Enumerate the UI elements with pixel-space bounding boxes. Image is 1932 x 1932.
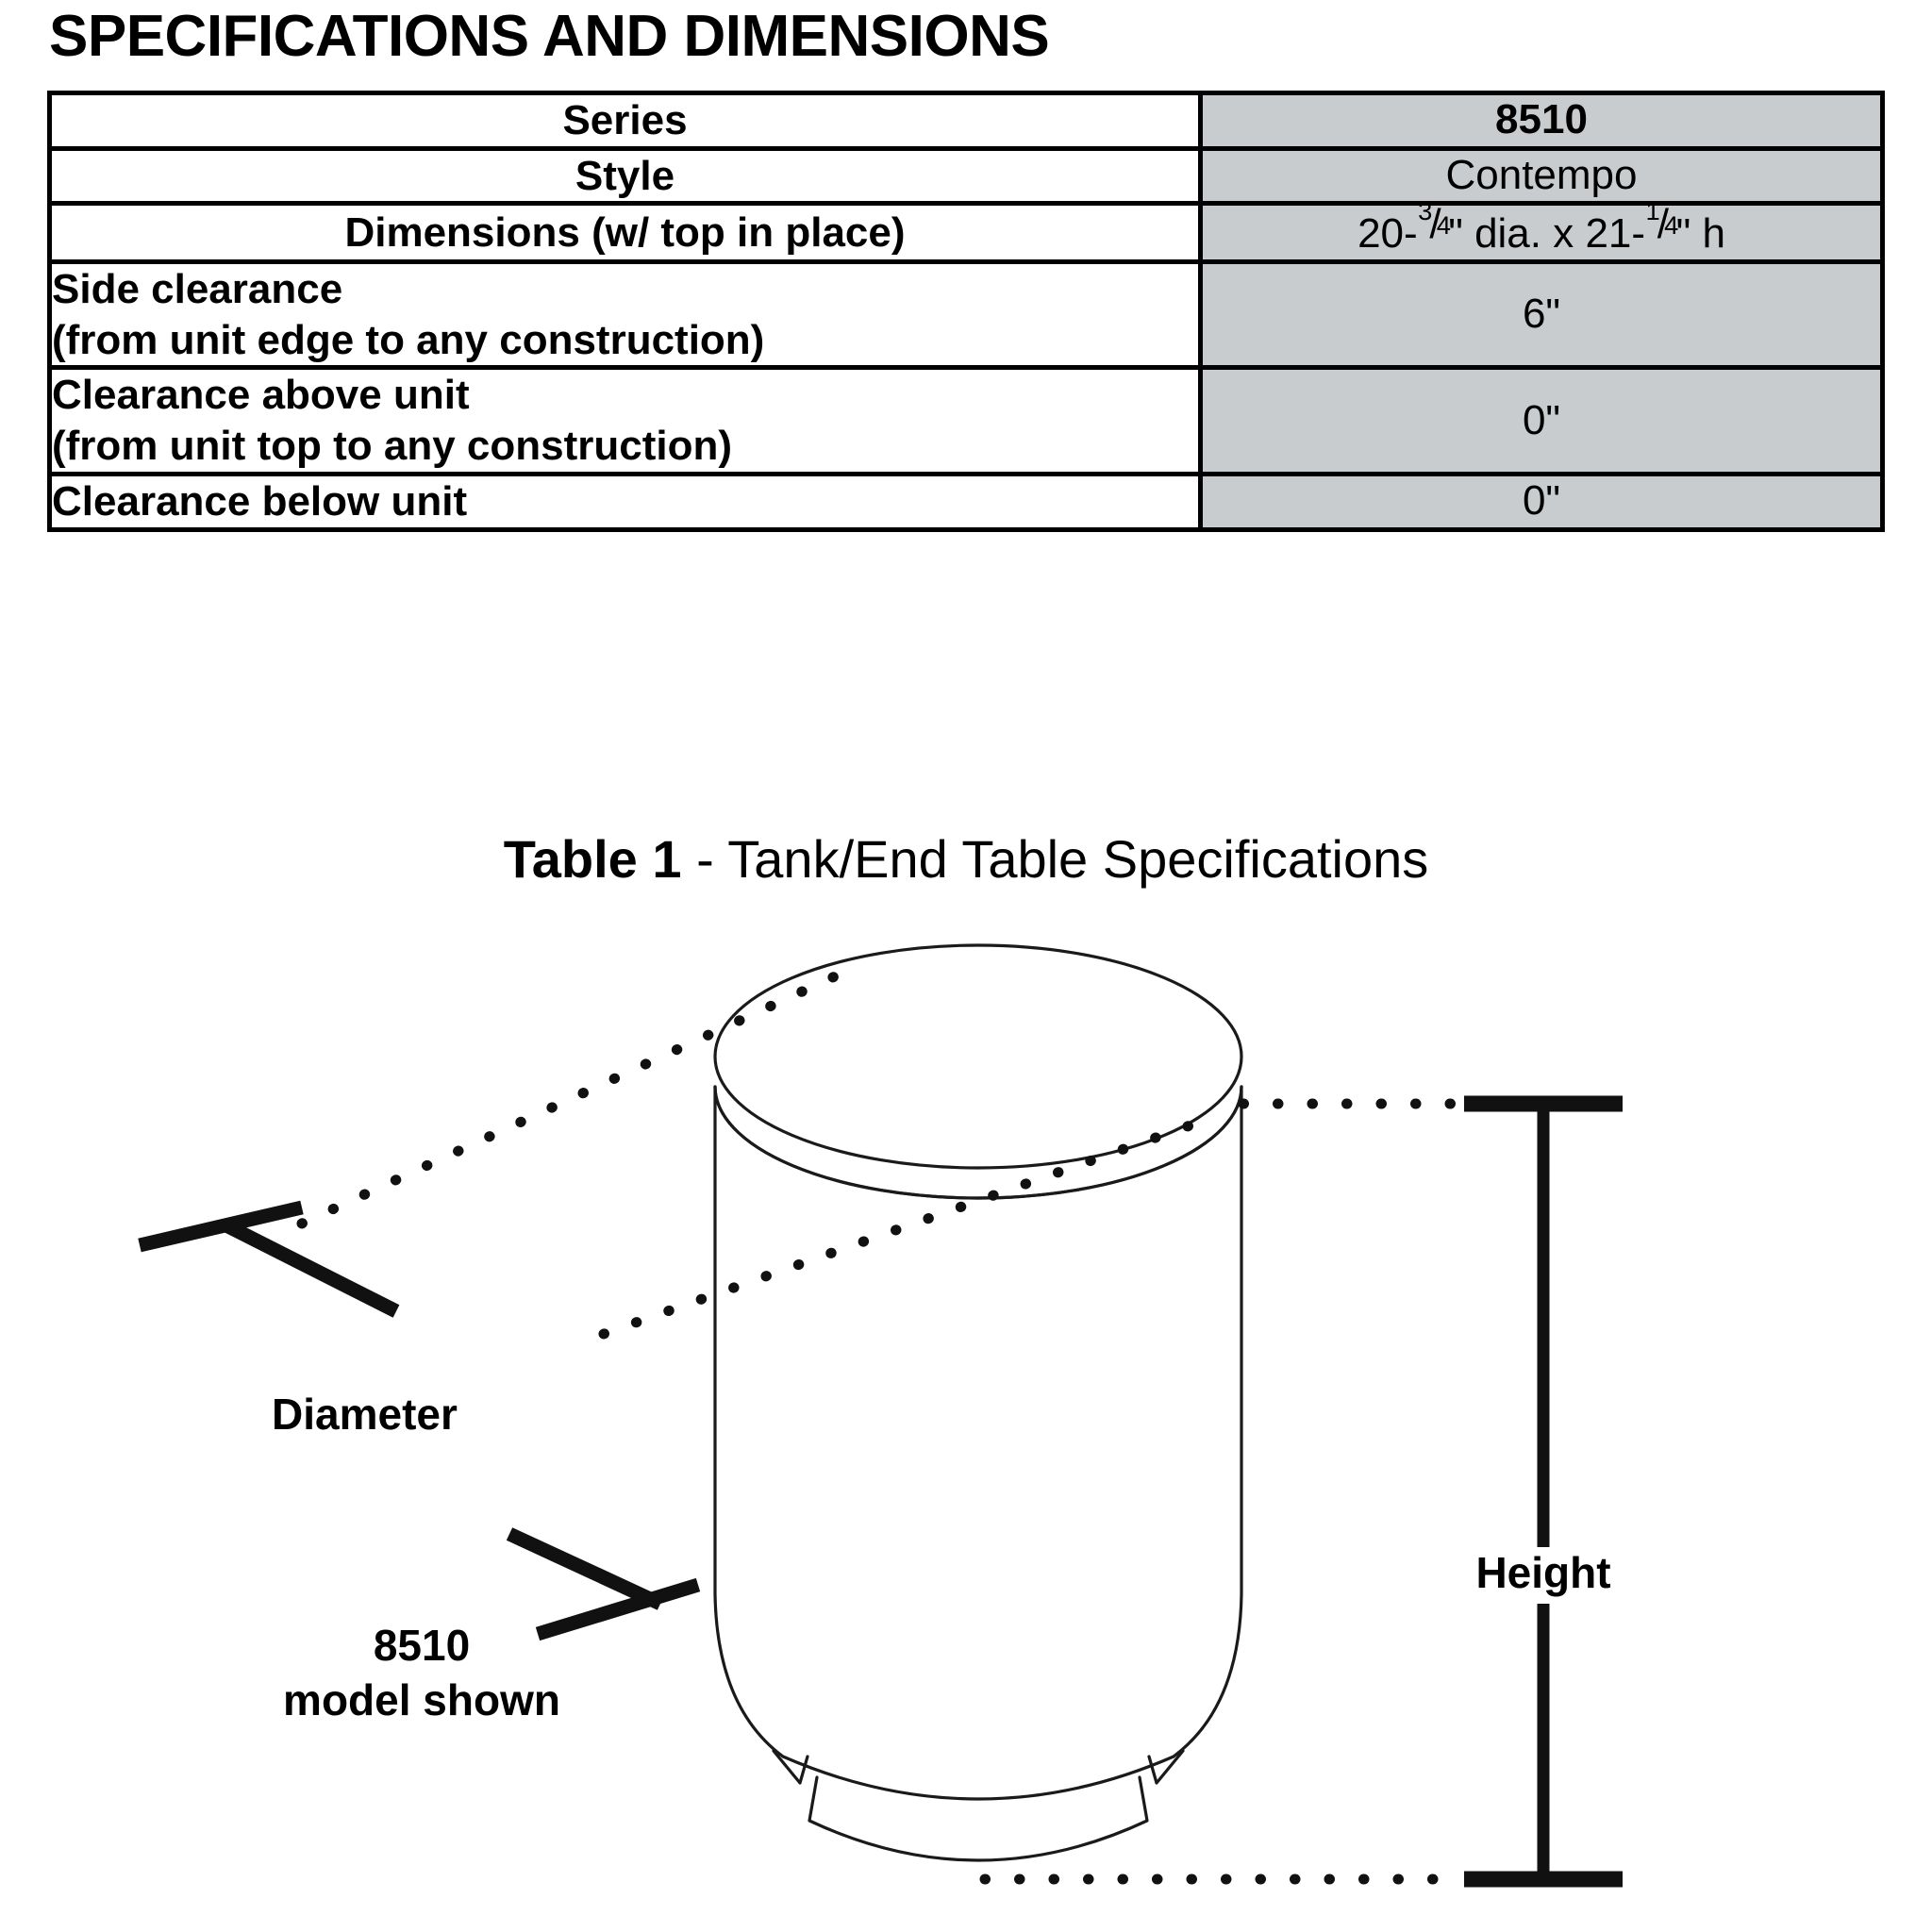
- tank-lid-skirt: [713, 1085, 1243, 1200]
- fraction-numerator: 1: [1645, 196, 1660, 226]
- row-label-cell: Clearance above unit (from unit top to a…: [47, 365, 1203, 476]
- tank-lid-top: [713, 943, 1243, 1170]
- row-value-dimension: 20-3/4" dia. x 21-1/4" h: [1357, 198, 1725, 258]
- row-label: Clearance above unit: [52, 372, 470, 419]
- height-label: Height: [1475, 1548, 1610, 1597]
- tank-foot-left: [772, 1749, 809, 1785]
- diameter-lower-arm: [506, 1527, 664, 1610]
- row-value-cell: 6": [1198, 259, 1885, 371]
- height-dimension: [1464, 1095, 1623, 1888]
- tank-right-wall: [1172, 1085, 1243, 1758]
- row-value: 0": [1522, 396, 1561, 443]
- height-fraction: 1/4: [1645, 198, 1679, 247]
- page-title: SPECIFICATIONS AND DIMENSIONS: [49, 4, 1050, 69]
- table-row: Side clearance (from unit edge to any co…: [47, 259, 1885, 371]
- specifications-table: Series 8510 Style Contempo Dimensions (w…: [47, 91, 1885, 532]
- fraction-denominator: 4: [1436, 209, 1451, 240]
- row-label: Series: [562, 97, 688, 143]
- diameter-lower-bar: [535, 1577, 701, 1641]
- specifications-table-body: Series 8510 Style Contempo Dimensions (w…: [47, 91, 1885, 532]
- tank-base-ring: [808, 1775, 1149, 1862]
- row-value-cell: 20-3/4" dia. x 21-1/4" h: [1198, 198, 1885, 265]
- diameter-fraction: 3/4: [1418, 198, 1451, 247]
- row-value-cell: Contempo: [1198, 145, 1885, 207]
- tank-illustration: [713, 943, 1243, 1862]
- fraction-numerator: 3: [1418, 196, 1433, 226]
- diameter-suffix: " dia. x: [1448, 210, 1586, 258]
- height-whole: 21-: [1585, 210, 1646, 258]
- model-label-line1: 8510: [374, 1621, 470, 1670]
- row-label: Side clearance: [52, 266, 343, 313]
- fraction-slash: /: [1429, 200, 1441, 247]
- diameter-upper-bar: [138, 1200, 304, 1253]
- tank-bottom-curve: [781, 1755, 1175, 1801]
- row-value: Contempo: [1445, 152, 1638, 199]
- table-caption: Table 1 - Tank/End Table Specifications: [47, 830, 1885, 889]
- table-row: Style Contempo: [47, 145, 1885, 207]
- row-label-cell: Series: [47, 91, 1203, 151]
- table-row: Clearance below unit 0": [47, 471, 1885, 532]
- diameter-whole: 20-: [1357, 210, 1418, 258]
- dotted-extension-top-left: [296, 964, 855, 1229]
- row-label: Dimensions (w/ top in place): [344, 208, 906, 256]
- table-row: Series 8510: [47, 91, 1885, 151]
- row-label-sub: (from unit edge to any construction): [52, 316, 765, 363]
- table-row: Clearance above unit (from unit top to a…: [47, 365, 1885, 476]
- row-value-cell: 8510: [1198, 91, 1885, 151]
- tank-lid-lip: [713, 1085, 1243, 1200]
- fraction-slash: /: [1657, 200, 1670, 247]
- row-value: 0": [1522, 477, 1561, 525]
- diameter-label: Diameter: [272, 1390, 458, 1439]
- diameter-leaders: [138, 1200, 701, 1641]
- row-value-cell: 0": [1198, 365, 1885, 476]
- tank-foot-right: [1147, 1749, 1185, 1785]
- model-label-line2: model shown: [283, 1675, 560, 1724]
- dotted-extension-mid: [598, 1117, 1204, 1340]
- diameter-upper-arm: [221, 1218, 400, 1318]
- row-label-cell: Style: [47, 145, 1203, 207]
- row-label-cell: Side clearance (from unit edge to any co…: [47, 259, 1203, 371]
- row-value: 6": [1522, 291, 1561, 338]
- row-label-sub: (from unit top to any construction): [52, 423, 733, 470]
- row-value-cell: 0": [1198, 471, 1885, 532]
- tank-left-wall: [713, 1085, 785, 1758]
- table-caption-text: - Tank/End Table Specifications: [681, 829, 1429, 889]
- tank-dimension-diagram: Diameter Height 8510 model shown: [0, 943, 1932, 1932]
- row-label-cell: Clearance below unit: [47, 471, 1203, 532]
- height-suffix: " h: [1675, 210, 1725, 258]
- table-row: Dimensions (w/ top in place) 20-3/4" dia…: [47, 198, 1885, 265]
- row-label: Style: [575, 152, 675, 199]
- row-label-cell: Dimensions (w/ top in place): [47, 201, 1203, 265]
- row-value: 8510: [1495, 96, 1588, 143]
- row-label: Clearance below unit: [52, 477, 468, 525]
- fraction-denominator: 4: [1664, 209, 1679, 240]
- table-caption-number: Table 1: [503, 829, 682, 889]
